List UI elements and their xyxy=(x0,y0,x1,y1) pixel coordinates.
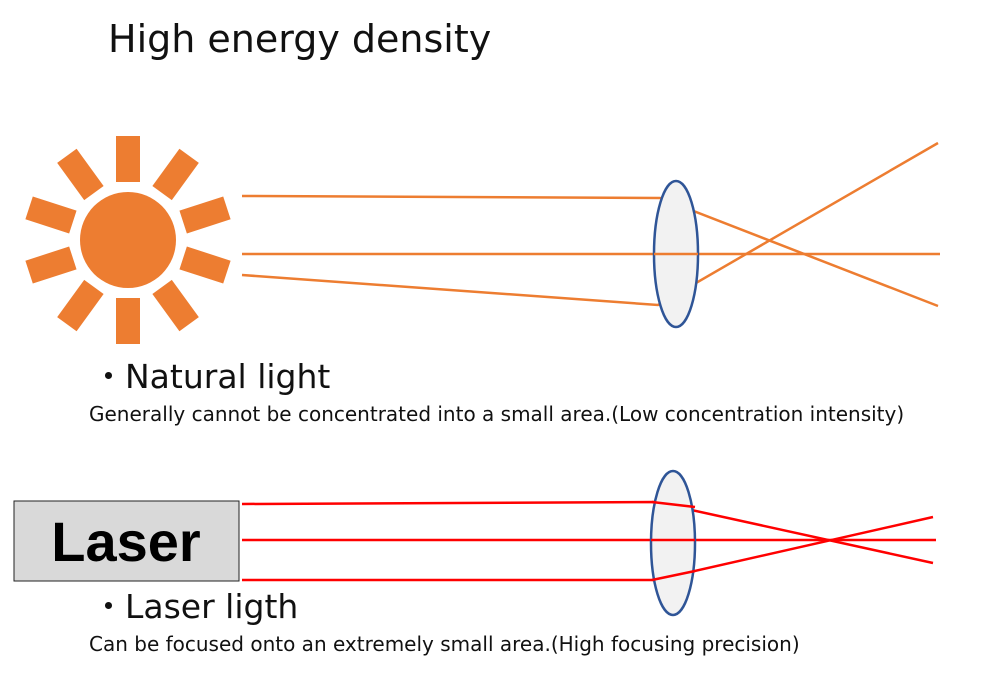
natural-light-heading: ・Natural light xyxy=(92,357,330,396)
sun-ray xyxy=(57,148,104,201)
laser-ray-bottom xyxy=(242,515,934,582)
sun-icon xyxy=(25,136,231,344)
diagram-title: High energy density xyxy=(108,17,491,61)
sun-ray xyxy=(116,136,140,182)
natural-light-description: Generally cannot be concentrated into a … xyxy=(89,402,904,426)
laser-light-heading: ・Laser ligth xyxy=(92,587,298,626)
laser-source-box xyxy=(13,500,240,582)
natural-ray-bottom xyxy=(241,141,939,307)
laser-rays xyxy=(241,500,936,582)
sun-ray xyxy=(179,246,231,284)
laser-source-label: Laser xyxy=(51,510,200,573)
laser-light-description: Can be focused onto an extremely small a… xyxy=(89,632,800,656)
natural-ray-top xyxy=(241,194,939,308)
sun-rays xyxy=(25,136,231,344)
laser-ray-top xyxy=(241,500,934,565)
sun-ray xyxy=(179,196,231,234)
laser-lens xyxy=(649,469,697,617)
natural-light-rays xyxy=(241,141,940,308)
sun-ray xyxy=(25,196,77,234)
sun-core xyxy=(80,192,176,288)
sun-ray xyxy=(152,148,199,201)
laser-ray-bottom-through-lens xyxy=(651,569,696,582)
sun-ray xyxy=(152,279,199,332)
sun-ray xyxy=(25,246,77,284)
laser-ray-top-through-lens xyxy=(651,500,696,509)
sun-ray xyxy=(57,279,104,332)
sun-ray xyxy=(116,298,140,344)
